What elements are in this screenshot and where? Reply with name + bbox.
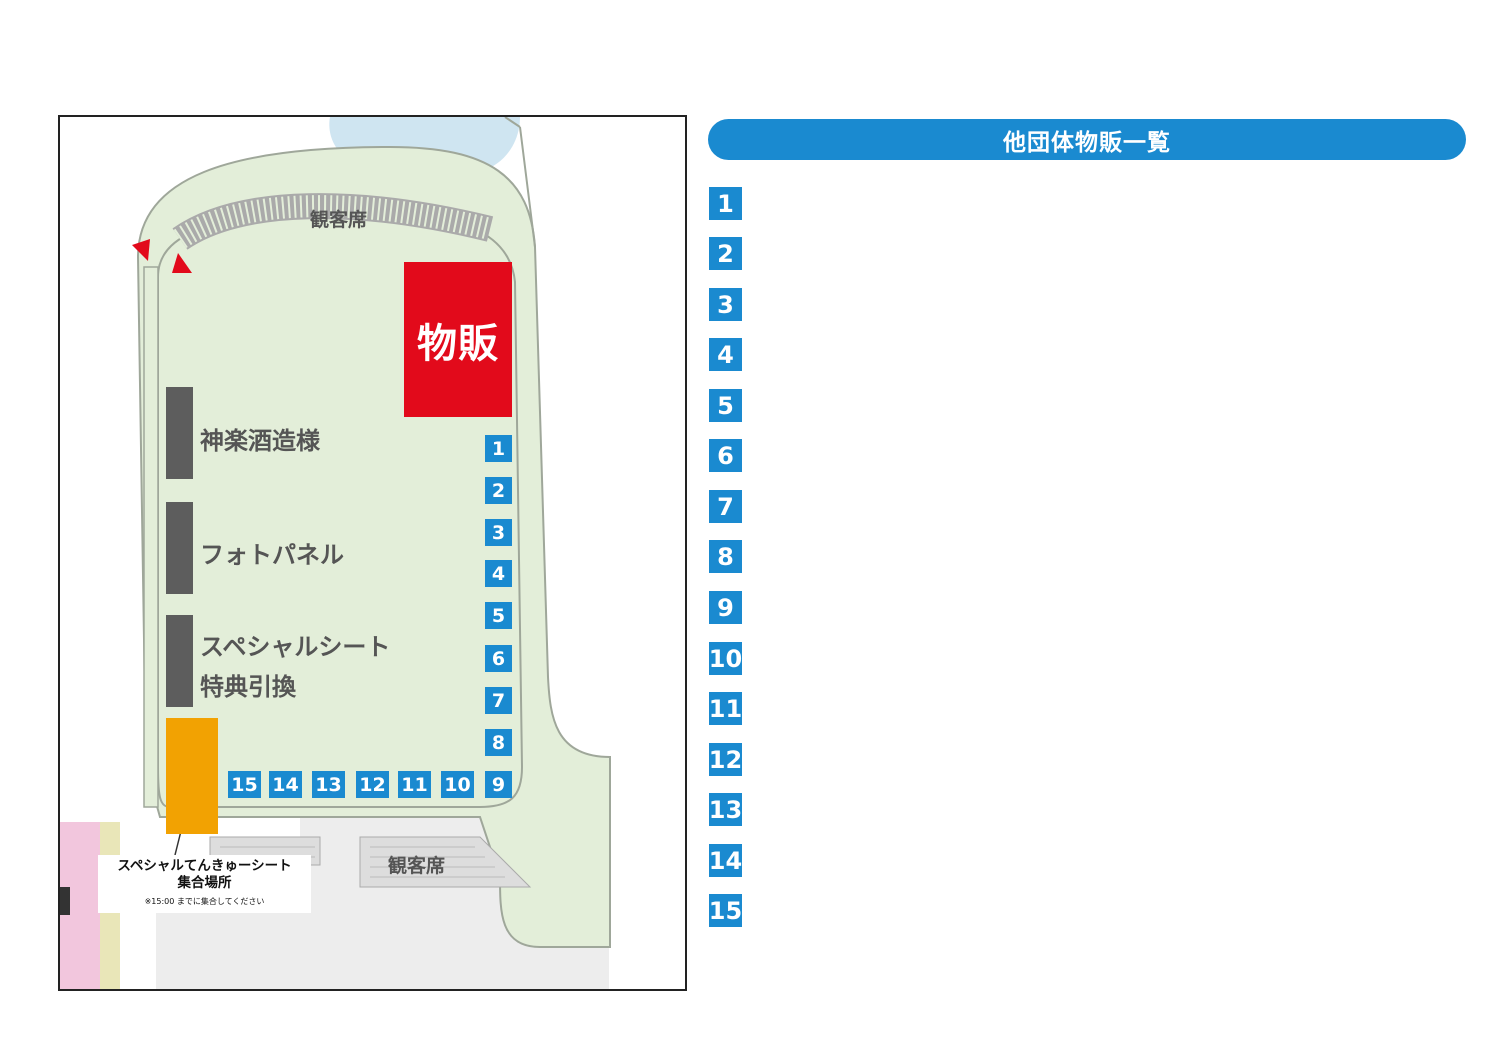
booth-sake	[166, 387, 193, 479]
special-seat-label: スペシャルシート	[200, 633, 391, 661]
booth-marker-11: 11	[398, 771, 431, 798]
booth-marker-3: 3	[485, 519, 512, 546]
list-item: 10 … 新地悠音麗	[709, 642, 1489, 675]
photo-panel-label: フォトパネル	[200, 541, 344, 569]
list-item-text: … アクトレスガールズ	[771, 851, 988, 875]
list-item: 13 … センダイガールズ（里村明衣子、岩田美香）	[709, 793, 1489, 826]
meeting-point-title: スペシャルてんきゅーシート	[117, 858, 292, 874]
goods-area: 物販	[404, 262, 512, 417]
goods-label: 物販	[417, 320, 499, 367]
list-item-text: … アクトレスガールズ	[771, 901, 988, 925]
booth-special-seat	[166, 615, 193, 707]
list-item-text: … THEFARTS（西村和幸、ヤーン）	[771, 396, 1128, 420]
list-item-text: … 朝陽ぱいかん	[771, 194, 926, 218]
list-item-number: 15	[709, 894, 742, 927]
list-item-number: 12	[709, 743, 742, 776]
list-item: 15 … アクトレスガールズ	[709, 894, 1489, 927]
booth-marker-2: 2	[485, 477, 512, 504]
list-item: 3 … さなだ幸村くん、長島秀明	[709, 288, 1489, 321]
booth-photo-panel	[166, 502, 193, 594]
list-item-text: … 永村直、木田清	[771, 547, 947, 571]
list-item-number: 1	[709, 187, 742, 220]
list-item-text: … COMアカデミー（高橋奈七永、鈴見里子、AKINO）	[771, 699, 1308, 723]
list-item: 8 … 永村直、木田清	[709, 540, 1489, 573]
sake-brewery-label: 神楽酒造様	[200, 427, 320, 455]
venue-map: 物販 神楽酒造様 フォトパネル スペシャルシート 特典引換 観客席 観客席 1 …	[58, 115, 687, 991]
list-item-number: 8	[709, 540, 742, 573]
list-item-text: … センダイガールズ（里村明衣子、岩田美香）	[771, 800, 1220, 824]
booth-marker-15: 15	[228, 771, 261, 798]
entrance-marker-left	[132, 239, 150, 261]
booth-marker-12: 12	[356, 771, 389, 798]
list-item: 6 … 伴佳暉（竹下直和）	[709, 439, 1489, 472]
left-walkway	[143, 266, 159, 808]
booth-marker-6: 6	[485, 645, 512, 672]
booth-marker-9: 9	[485, 771, 512, 798]
booth-marker-13: 13	[312, 771, 345, 798]
booth-marker-4: 4	[485, 560, 512, 587]
list-item-number: 10	[709, 642, 742, 675]
meeting-point-area	[166, 718, 218, 834]
list-item: 1 … 朝陽ぱいかん	[709, 187, 1489, 220]
bottom-stand-right	[359, 836, 532, 888]
list-item-text: … 伴佳暉（竹下直和）	[771, 446, 989, 470]
list-item-text: … さなだ幸村くん、長島秀明	[771, 295, 1052, 319]
list-item-text: … ジン・山田さくら、松本浩代	[771, 598, 1073, 622]
list-item-text: … 由岡ぽいなき	[771, 244, 926, 268]
list-item-number: 3	[709, 288, 742, 321]
list-item-text: … COLOR'S（SAKI、朝宮佳奈、優宇清乃）	[771, 750, 1209, 774]
list-item: 5 … THEFARTS（西村和幸、ヤーン）	[709, 389, 1489, 422]
meeting-point-callout: スペシャルてんきゅーシート 集合場所 ※15:00 までに集合してください	[98, 855, 311, 913]
booth-marker-14: 14	[269, 771, 302, 798]
list-item-number: 6	[709, 439, 742, 472]
booth-marker-1: 1	[485, 435, 512, 462]
entrance-marker-right	[172, 253, 192, 273]
list-item-number: 11	[709, 692, 742, 725]
seat-label-bottom: 観客席	[388, 855, 446, 877]
building-door	[60, 887, 70, 915]
bonus-exchange-label: 特典引換	[200, 673, 296, 701]
meeting-point-note: ※15:00 までに集合してください	[144, 897, 265, 906]
booth-marker-8: 8	[485, 729, 512, 756]
list-item-number: 9	[709, 591, 742, 624]
list-item-number: 7	[709, 490, 742, 523]
list-item-text: … Sareee	[771, 493, 882, 517]
booth-marker-5: 5	[485, 602, 512, 629]
meeting-point-subtitle: 集合場所	[177, 875, 232, 891]
goods-list-title: 他団体物販一覧	[708, 119, 1466, 160]
list-item-number: 5	[709, 389, 742, 422]
list-item: 12 … COLOR'S（SAKI、朝宮佳奈、優宇清乃）	[709, 743, 1489, 776]
list-item-number: 2	[709, 237, 742, 270]
seat-label-top: 観客席	[310, 209, 368, 231]
list-item: 7 … Sareee	[709, 490, 1489, 523]
list-item-number: 4	[709, 338, 742, 371]
list-item: 11 … COMアカデミー（高橋奈七永、鈴見里子、AKINO）	[709, 692, 1489, 725]
booth-marker-7: 7	[485, 687, 512, 714]
list-item-number: 14	[709, 844, 742, 877]
list-item: 9 … ジン・山田さくら、松本浩代	[709, 591, 1489, 624]
list-item-text: … 関根秀樹、菊田東直	[771, 345, 989, 369]
list-item: 2 … 由岡ぽいなき	[709, 237, 1489, 270]
list-item: 4 … 関根秀樹、菊田東直	[709, 338, 1489, 371]
list-item: 14 … アクトレスガールズ	[709, 844, 1489, 877]
booth-marker-10: 10	[441, 771, 474, 798]
list-item-text: … 新地悠音麗	[771, 649, 905, 673]
list-item-number: 13	[709, 793, 742, 826]
